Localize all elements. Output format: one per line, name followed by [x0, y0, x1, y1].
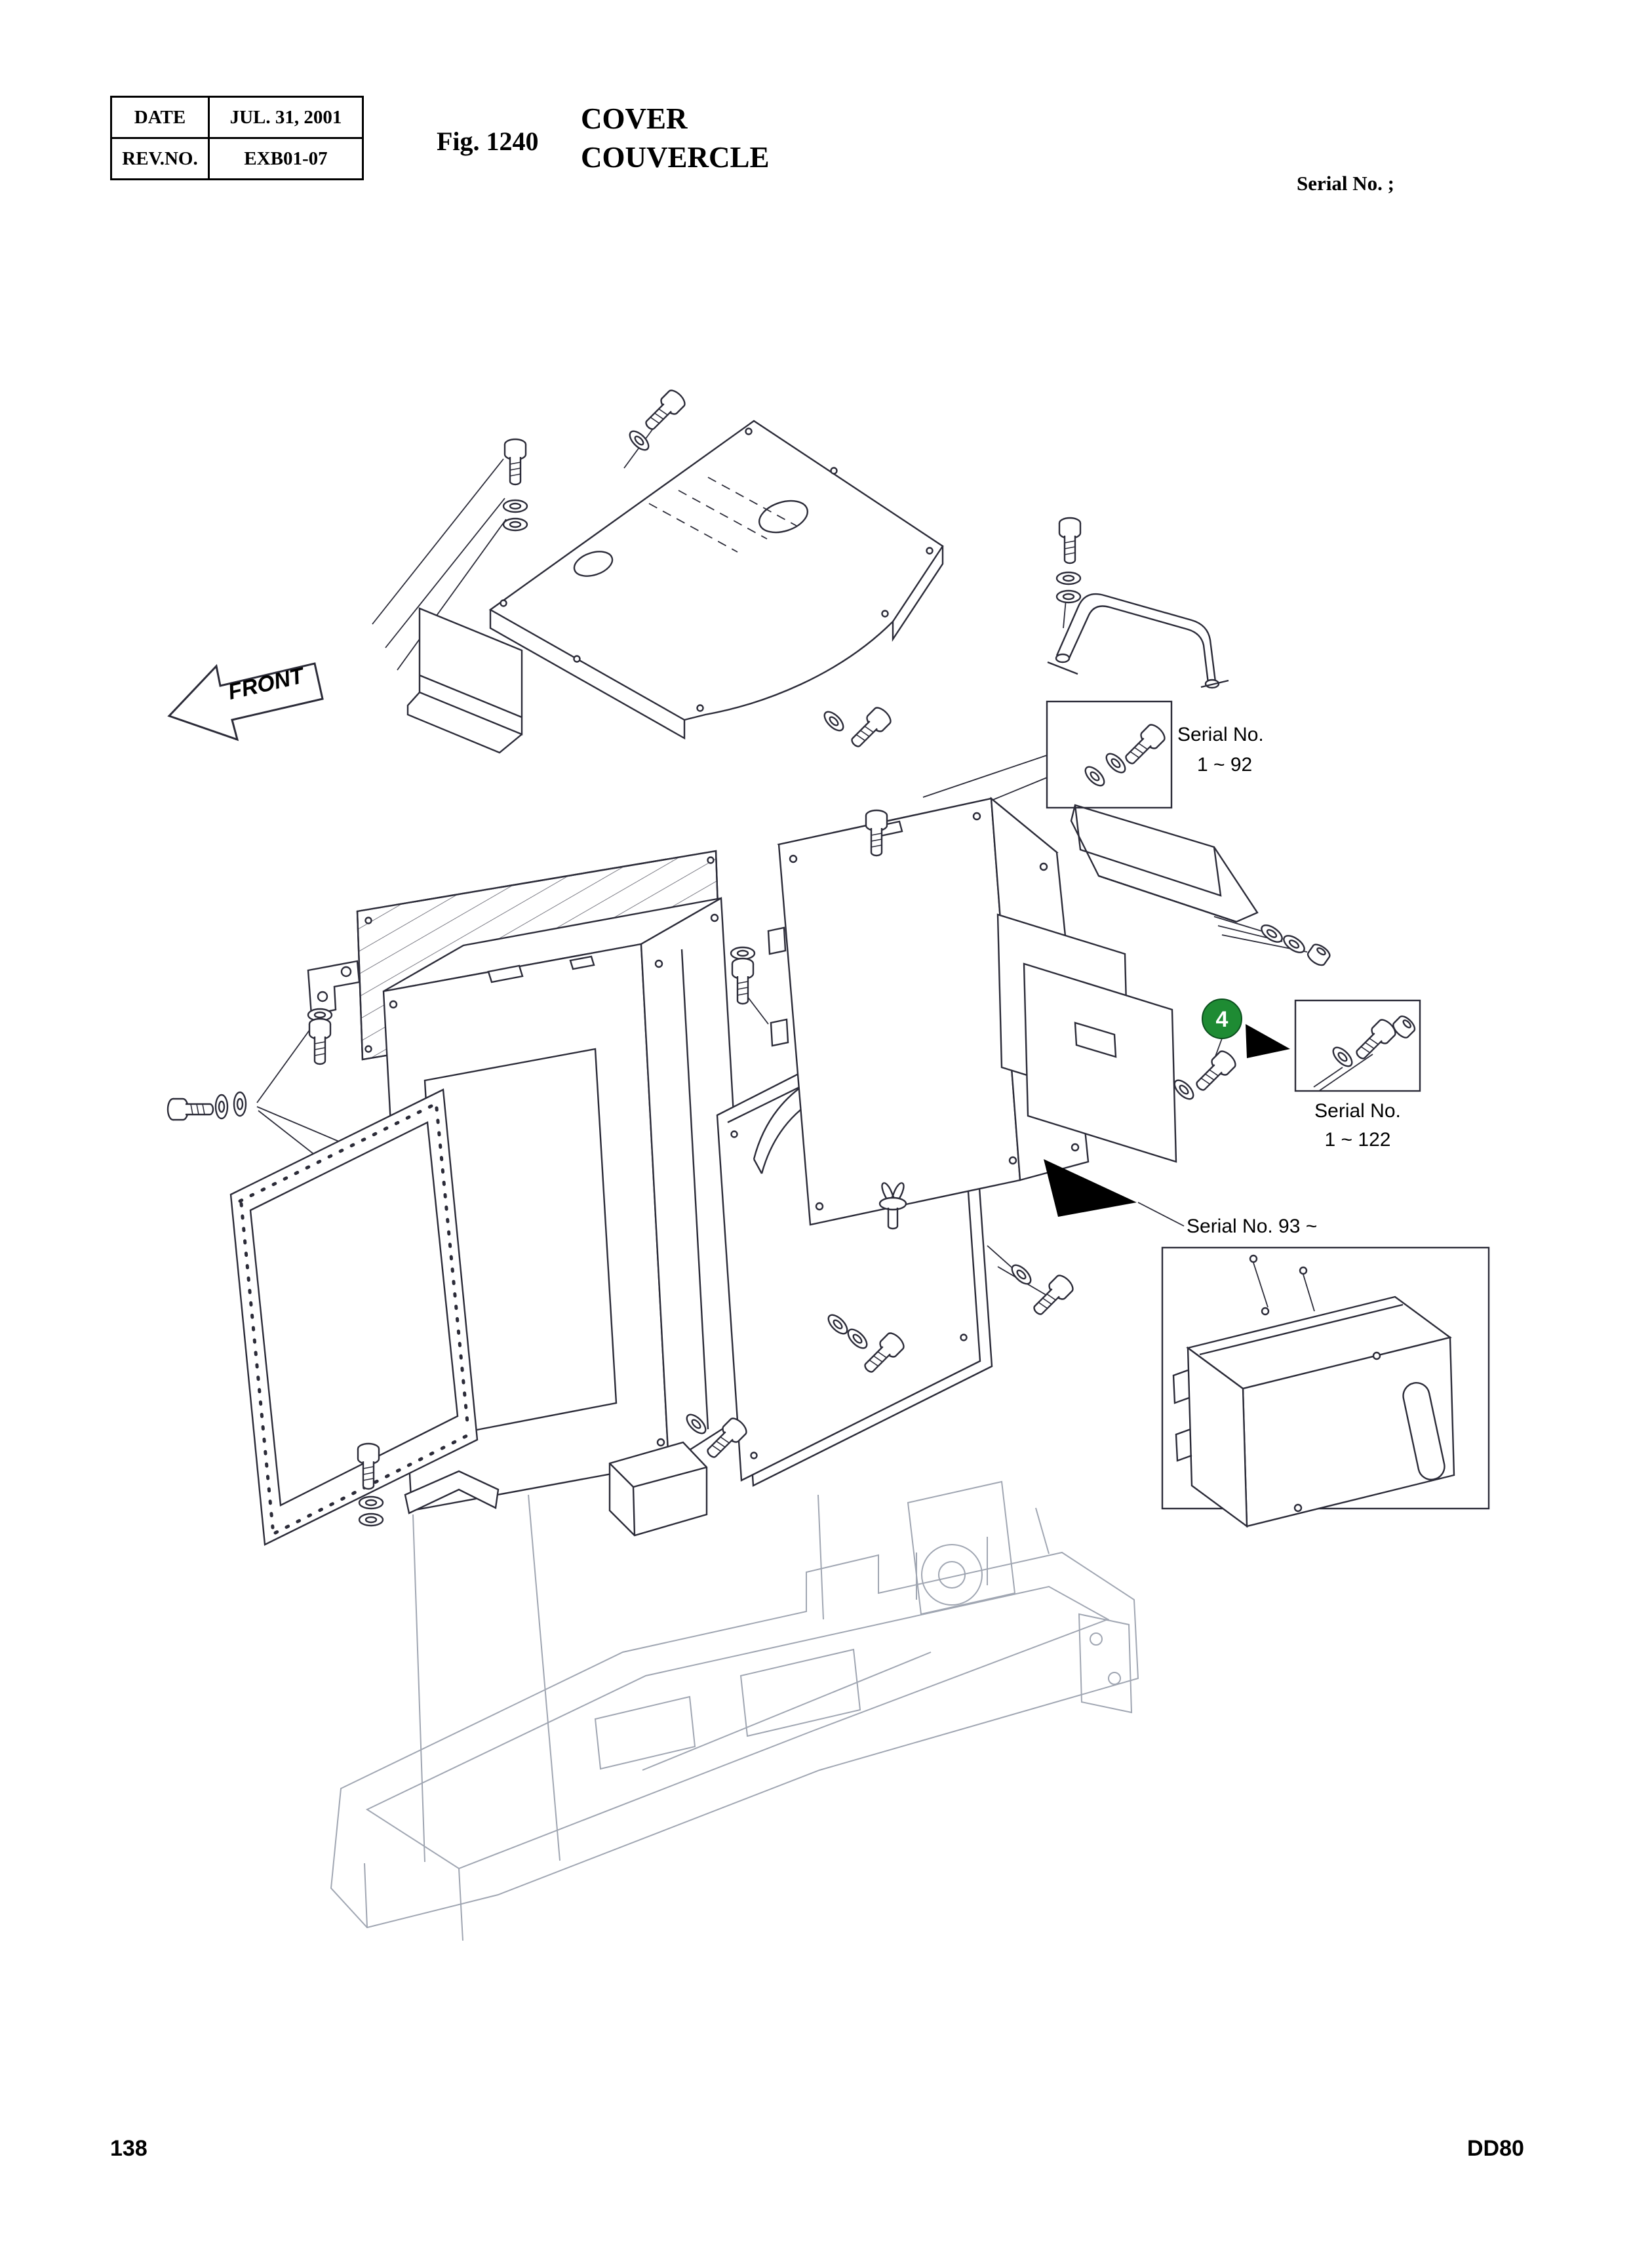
chassis-frame	[330, 1480, 1139, 1941]
washer	[820, 707, 848, 735]
washer	[1329, 1043, 1356, 1071]
washer	[1257, 921, 1286, 946]
washer	[502, 517, 528, 532]
washer	[214, 1094, 229, 1120]
pointer-arrow-large	[1044, 1159, 1137, 1217]
washer	[358, 1513, 384, 1527]
bolt	[1058, 517, 1082, 564]
washer	[1280, 932, 1308, 957]
front-arrow: FRONT	[167, 662, 324, 741]
washer	[1081, 762, 1109, 790]
bolt	[1120, 721, 1168, 770]
revision-table: DATE JUL. 31, 2001 REV.NO. EXB01-07	[110, 96, 364, 180]
bolt	[308, 1018, 332, 1065]
item-balloon-4: 4	[1202, 998, 1242, 1039]
washer	[1055, 571, 1082, 585]
wing-bolt	[878, 1182, 907, 1230]
bolt	[503, 438, 527, 486]
side-flap-panel	[406, 607, 523, 754]
fasteners	[167, 387, 1418, 1527]
washer	[625, 427, 653, 454]
bolt	[167, 1097, 214, 1121]
callout-serial-1-122-line1: Serial No.	[1314, 1100, 1401, 1122]
callout-serial-93-label: Serial No. 93 ~	[1187, 1216, 1317, 1237]
callout-serial-1-92-line1: Serial No.	[1177, 724, 1264, 745]
figure-title-fr: COUVERCLE	[581, 140, 770, 174]
callout-box-serial-1-92	[1046, 700, 1173, 809]
callout-serial-1-92-line2: 1 ~ 92	[1197, 754, 1252, 776]
callout-cover-drawing	[1172, 1254, 1455, 1528]
bolt	[1190, 1048, 1239, 1096]
nut	[1305, 941, 1333, 969]
washer	[1055, 589, 1082, 604]
mount-bracket	[307, 960, 361, 1016]
model-code: DD80	[1467, 2136, 1524, 2161]
figure-title-en: COVER	[581, 102, 688, 135]
washer	[358, 1495, 384, 1510]
figure-number: Fig. 1240	[437, 127, 539, 156]
rear-panels	[996, 913, 1177, 1163]
bolt	[1028, 1272, 1076, 1320]
bolt	[1350, 1016, 1399, 1065]
pointer-arrow-small	[1246, 1024, 1290, 1058]
top-cover-plate	[488, 420, 944, 740]
page-number: 138	[110, 2136, 148, 2161]
washer	[502, 499, 528, 513]
bolt	[846, 704, 894, 753]
date-value: JUL. 31, 2001	[208, 96, 364, 139]
date-label: DATE	[110, 96, 210, 139]
washer	[730, 946, 756, 960]
grab-handle	[1047, 593, 1229, 689]
grille-panel	[229, 1088, 500, 1546]
figure-title: COVER COUVERCLE	[581, 100, 770, 176]
washer	[233, 1091, 247, 1117]
washer	[1008, 1261, 1035, 1288]
callout-serial-1-122-line2: 1 ~ 122	[1325, 1129, 1391, 1151]
item-balloon-4-label: 4	[1216, 1007, 1229, 1032]
small-box-part	[608, 1441, 708, 1537]
deflector-plate	[1070, 804, 1259, 923]
bolt	[640, 387, 688, 435]
callout-box-serial-1-122	[1294, 999, 1421, 1092]
revno-label: REV.NO.	[110, 137, 210, 180]
revno-value: EXB01-07	[208, 137, 364, 180]
callout-box-serial-93	[1161, 1246, 1490, 1510]
serial-no-header: Serial No. ;	[1297, 172, 1394, 195]
bolt	[731, 957, 755, 1005]
washer	[1102, 749, 1130, 777]
